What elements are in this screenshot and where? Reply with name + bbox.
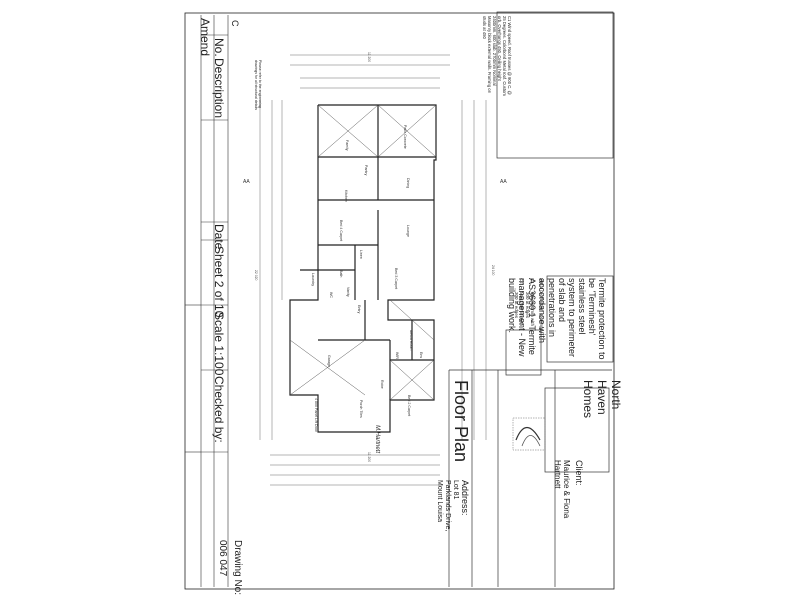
drawing-no-label: Drawing No:: [232, 540, 243, 596]
room-entry: Entry: [357, 305, 361, 314]
section-mark-right: AA: [500, 179, 507, 185]
room-lounge: Lounge: [406, 225, 410, 237]
room-linen: Linen: [359, 250, 363, 259]
drawing-no-value: 006 047: [217, 540, 228, 577]
title-block-right: [448, 11, 614, 587]
room-robe: Robe: [380, 380, 384, 389]
room-ens: Ens: [419, 352, 423, 358]
address-label: Address:: [460, 480, 470, 516]
sheet-border: [184, 12, 615, 590]
sheet-label: Sheet 2 of 10: [212, 246, 226, 318]
room-laundry: Laundry: [311, 273, 315, 286]
spec-small-note: Please refer to the engineering drawings…: [254, 60, 262, 110]
bracing-title: Metal roof batten spacings: [539, 278, 544, 331]
address-line-1: Lot 81: [452, 480, 459, 500]
builder-name-2: Haven: [595, 380, 609, 415]
room-vanity: Vanity: [346, 287, 350, 297]
room-bath: Bath: [339, 270, 343, 277]
revision-mark: C: [230, 20, 240, 27]
address-line-3: Mount Louisa: [436, 480, 443, 523]
builder-name-1: North: [609, 380, 623, 410]
room-kitchen: Kitchen: [344, 190, 348, 202]
bracing-row-1-text: Max 900mm with 300 at edges: [525, 292, 535, 327]
room-pantry: Pantry: [364, 165, 368, 176]
garage-door-label: 4 800 Panel Lift Door: [314, 398, 318, 433]
room-garage: Garage: [327, 355, 331, 367]
room-patio: Patio Concrete: [403, 125, 407, 149]
bracing-row-1-code: C1: [530, 278, 535, 284]
title-block-left: [185, 15, 229, 587]
client-label: Client:: [574, 460, 584, 486]
dim-overall-length: 24 100: [491, 265, 495, 275]
dim-left-overall: 22 020: [254, 270, 258, 280]
drawing-title: Floor Plan: [451, 380, 471, 463]
client-value: Maurice & Fiona Hartnett: [553, 460, 571, 519]
house-walls: [289, 104, 437, 433]
wind-specs-note: C1 Wind speed. Roof trusses @ 900 C. @ 2…: [482, 16, 512, 96]
dim-bottom-overall: 11 200: [367, 452, 371, 462]
section-mark-left: AA: [243, 179, 250, 185]
room-wc: WC: [329, 292, 333, 298]
roof-diagonals: [289, 104, 437, 401]
builder-name-3: Homes: [581, 380, 595, 419]
bracing-row-2-text: Max 750mm with 300 at edges: [514, 292, 524, 327]
signature: M.Hartnett: [374, 425, 380, 454]
checked-by-label: Checked by:: [212, 376, 226, 443]
room-media: Media Room: [409, 330, 413, 350]
description-label: Description: [212, 58, 226, 119]
room-family: Family: [345, 140, 349, 151]
no-label: No.: [212, 38, 226, 57]
bracing-row-2-code: C2: [519, 278, 524, 284]
room-wir: WIR: [395, 352, 399, 359]
room-porch: Porch Tiles: [359, 400, 363, 418]
scale-label: Scale 1:100: [212, 312, 226, 376]
builder-logo: [512, 417, 546, 451]
room-bed3: Bed 3 Carpet: [394, 268, 398, 289]
dimension-lines: [259, 54, 487, 486]
amend-label: Amend: [198, 18, 212, 57]
room-bed2: Bed 2 Carpet: [407, 395, 411, 416]
address-line-2: Parklands Drive,: [444, 480, 451, 532]
dim-overall-width: 11 200: [367, 52, 371, 62]
room-bed4: Bed 4 Carpet: [339, 220, 343, 241]
room-dining: Dining: [406, 178, 410, 188]
